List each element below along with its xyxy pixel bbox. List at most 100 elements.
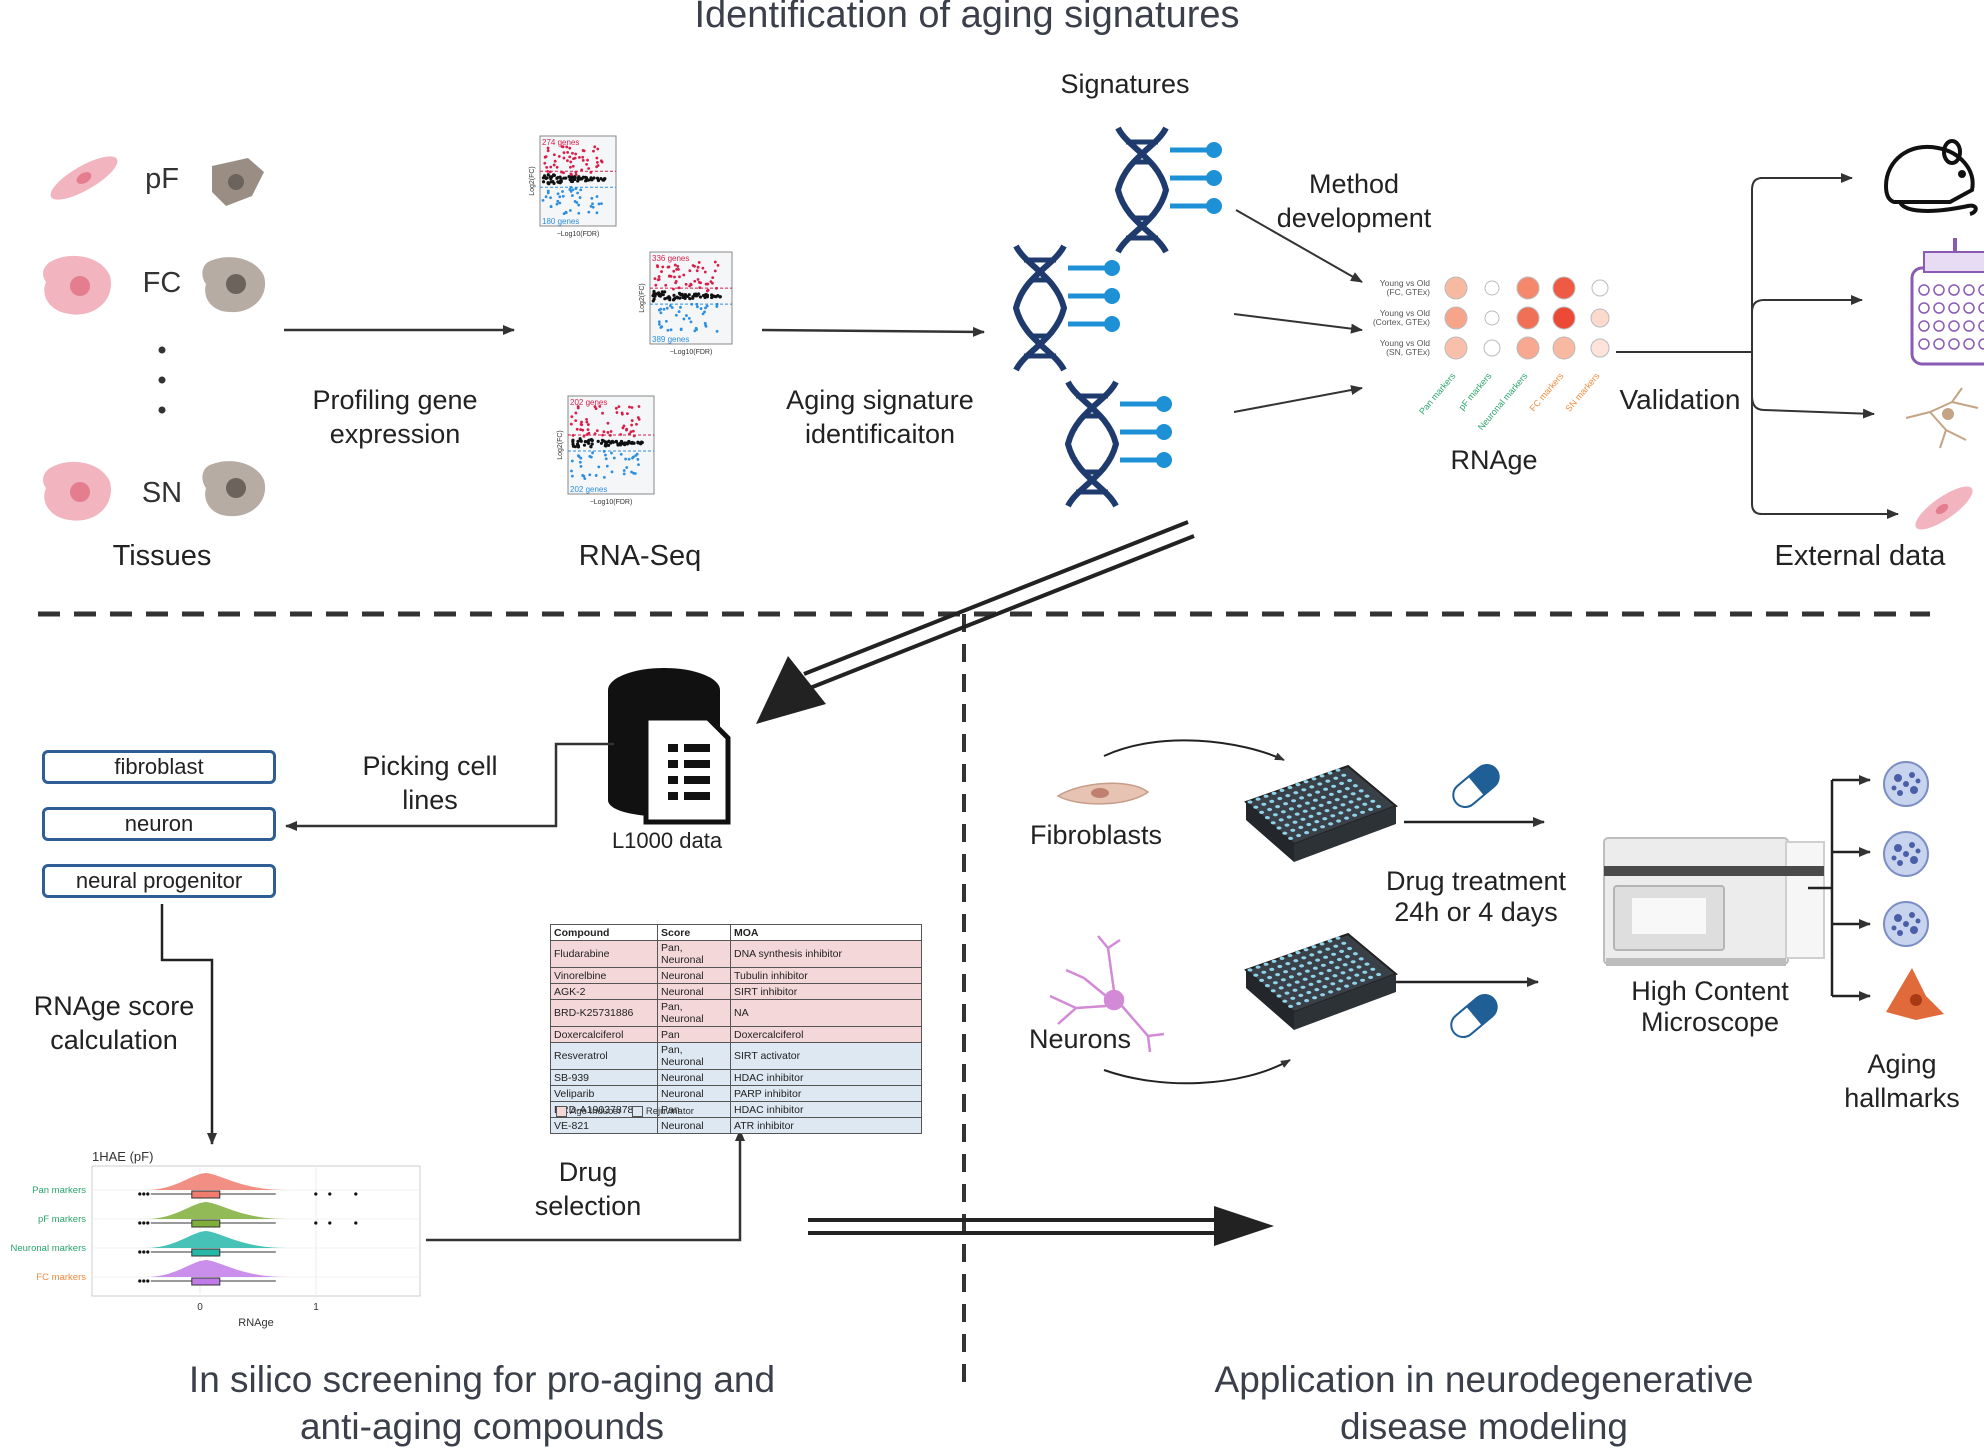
neuron-external-icon [1905, 387, 1979, 449]
plate-well [1277, 796, 1283, 801]
hallmarks-tree [1808, 775, 1871, 1001]
drug-pill-icon-1 [1447, 759, 1505, 813]
plate-well [1288, 836, 1294, 841]
plate-well [1918, 338, 1930, 350]
arrow-neuron-to-plate [1103, 1059, 1291, 1085]
plate-well [1267, 975, 1273, 980]
plate-well [1314, 820, 1320, 824]
plate-well [1352, 981, 1358, 985]
table-cell-moa: Tubulin inhibitor [730, 967, 922, 984]
ridge-row-label: FC markers [36, 1272, 86, 1283]
plate-well [1322, 817, 1328, 821]
plate-well [1267, 807, 1273, 812]
plate-well [1332, 806, 1338, 810]
volcano-y-axis-label: Log2(FC) [529, 166, 536, 196]
plate-well [1334, 798, 1340, 802]
plate-well [1282, 999, 1288, 1003]
table-cell-compound: AGK-2 [550, 983, 658, 1000]
plate-well [1344, 955, 1350, 959]
plate-well [1346, 808, 1352, 812]
ridge-outlier [142, 1250, 146, 1254]
hallmark-cell-icon-3 [1883, 901, 1929, 947]
plate-well [1264, 984, 1270, 988]
high-content-microscope-icon [1603, 837, 1825, 966]
plate-well [1279, 956, 1285, 961]
table-cell-moa: HDAC inhibitor [730, 1101, 922, 1118]
plate-well [1259, 810, 1265, 815]
ridge-outlier [138, 1279, 142, 1283]
cell-line-neural-progenitor[interactable]: neural progenitor [42, 864, 276, 898]
cell-line-neuron[interactable]: neuron [42, 807, 276, 841]
plate-well [1318, 803, 1324, 808]
plate-well [1963, 320, 1975, 332]
rnage-row-label: (SN, GTEx) [1386, 347, 1430, 357]
table-cell-moa: ATR inhibitor [730, 1117, 922, 1134]
double-arrow-to-l1000 [756, 520, 1195, 724]
ridge-outlier [138, 1192, 142, 1196]
plate-well [1304, 999, 1310, 1003]
plate-well [1302, 977, 1308, 981]
picking-cell-lines-label: Picking cell lines [362, 751, 498, 815]
table-cell-score: Pan, Neuronal [657, 999, 731, 1027]
plate-well [1310, 974, 1316, 978]
table-legend: Age Inducer Rejuvinator [556, 1106, 694, 1117]
plate-well [1948, 320, 1960, 332]
plate-well [1308, 814, 1314, 819]
plate-well [1294, 812, 1300, 816]
volcano-y-axis-label: Log2(FC) [557, 430, 564, 460]
plate-well [1347, 778, 1353, 783]
plate-well [1341, 941, 1347, 945]
plate-well [1284, 991, 1290, 995]
plate-well [1324, 977, 1330, 981]
plate-well [1296, 833, 1302, 838]
plate-well [1344, 984, 1350, 988]
plate-well [1312, 798, 1318, 802]
plate-well [1301, 956, 1307, 960]
plate-well [1352, 784, 1358, 788]
plate-well [1327, 939, 1333, 943]
plate-well [1376, 804, 1382, 809]
plate-well [1316, 811, 1322, 816]
plate-well [1336, 987, 1342, 991]
validation-tree [1616, 173, 1899, 519]
plate-well [1347, 946, 1353, 951]
plate-well [1296, 804, 1302, 808]
plate-well [1261, 970, 1267, 974]
plate-well [1344, 816, 1350, 820]
table-cell-score: Neuronal [657, 983, 731, 1000]
plate-well [1340, 971, 1346, 975]
ridge-density [145, 1173, 286, 1190]
rnage-row-label: (FC, GTEx) [1387, 287, 1431, 297]
plate-well [1335, 768, 1341, 772]
table-cell-compound: Veliparib [550, 1085, 658, 1102]
plate-well [1323, 955, 1329, 959]
plate-well [1288, 807, 1294, 811]
hallmark-cell-icon-1 [1883, 761, 1929, 807]
rnage-dot [1483, 339, 1501, 357]
ridge-outlier [142, 1192, 146, 1196]
cell-line-fibroblast[interactable]: fibroblast [42, 750, 276, 784]
ridge-density [145, 1231, 286, 1248]
plate-well [1280, 810, 1286, 814]
plate-well [1263, 962, 1269, 966]
rnage-dot [1444, 276, 1468, 300]
rnage-dot [1444, 306, 1468, 330]
rnage-dot [1484, 280, 1500, 296]
plate-well [1320, 963, 1326, 967]
plate-well [1948, 302, 1960, 314]
plate-well [1287, 785, 1293, 790]
plate-well [1312, 828, 1318, 832]
dna-signature-icon-1 [1118, 128, 1222, 252]
volcano-x-axis-label: −Log10(FDR) [670, 349, 713, 356]
plate-well [1296, 972, 1302, 976]
plate-well [1290, 996, 1296, 1000]
plate-well [1918, 284, 1930, 296]
plate-well [1331, 952, 1337, 956]
ridge-outlier [142, 1221, 146, 1225]
plate-well [1247, 968, 1253, 972]
ridge-outlier [138, 1221, 142, 1225]
plate-well [1259, 978, 1265, 983]
plate-well [1324, 809, 1330, 813]
